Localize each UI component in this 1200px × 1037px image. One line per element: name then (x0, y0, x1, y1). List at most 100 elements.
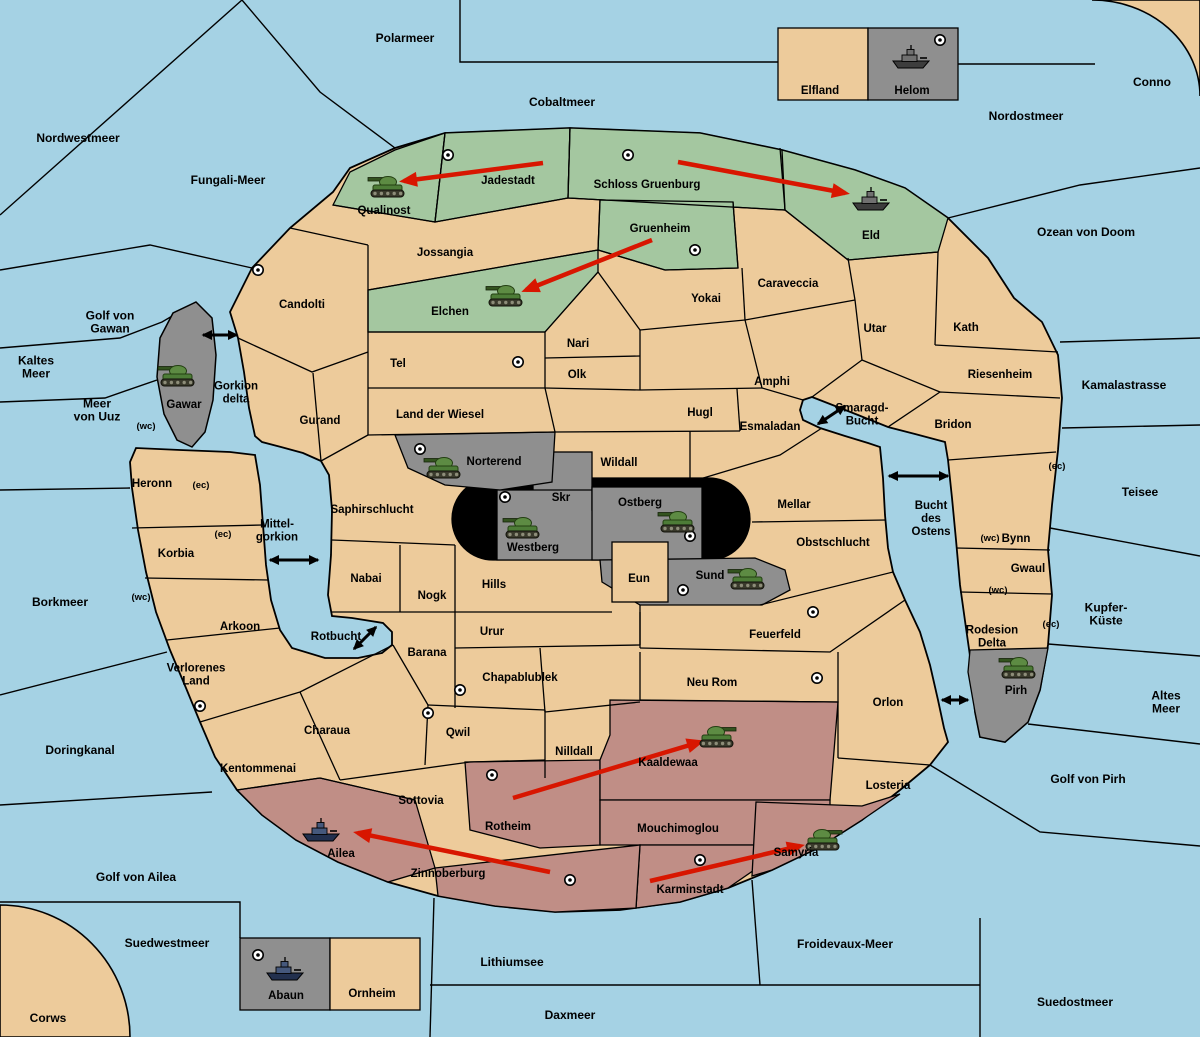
tank-unit-ostberg[interactable] (657, 511, 695, 533)
territory-label-nari[interactable]: Nari (567, 338, 589, 350)
territory-label-sottovia[interactable]: Sottovia (398, 795, 444, 807)
territory-label-smaragd-bucht[interactable]: Bucht (846, 416, 879, 428)
territory-label-ornheim[interactable]: Ornheim (348, 988, 395, 1000)
territory-label-qwil[interactable]: Qwil (446, 727, 470, 739)
territory-label-ailea[interactable]: Ailea (327, 848, 355, 860)
tank-unit-westberg[interactable] (502, 517, 540, 539)
territory-label-gwaul[interactable]: Gwaul (1011, 563, 1046, 575)
tank-unit-samyria[interactable] (805, 829, 843, 851)
territory-label-utar[interactable]: Utar (863, 323, 887, 335)
territory-ornheim[interactable] (329, 937, 421, 1011)
territory-corws[interactable] (0, 904, 131, 1037)
city-marker (810, 671, 823, 684)
territory-label-jadestadt[interactable]: Jadestadt (481, 175, 535, 187)
territory-label-barana[interactable]: Barana (408, 647, 448, 659)
territory-label-nogk[interactable]: Nogk (418, 590, 447, 602)
territory-label-rotbucht[interactable]: Rotbucht (311, 631, 362, 643)
territory-label-kentommenai[interactable]: Kentommenai (220, 763, 296, 775)
territory-label-helom[interactable]: Helom (894, 85, 929, 97)
territory-label-amphi[interactable]: Amphi (754, 376, 790, 388)
territory-label-abaun[interactable]: Abaun (268, 990, 304, 1002)
territory-label-verlorenes-land[interactable]: Land (182, 676, 209, 688)
territory-label-gurand[interactable]: Gurand (300, 415, 341, 427)
territory-label-feuerfeld[interactable]: Feuerfeld (749, 629, 801, 641)
territory-label-land-der-wiesel[interactable]: Land der Wiesel (396, 409, 484, 421)
territory-label-zinnoberburg[interactable]: Zinnoberburg (411, 868, 486, 880)
territory-label-riesenheim[interactable]: Riesenheim (968, 369, 1033, 381)
territory-label-kath[interactable]: Kath (953, 322, 979, 334)
tank-unit-qualinost[interactable] (367, 176, 405, 198)
territory-label-losteria[interactable]: Losteria (866, 780, 911, 792)
tank-unit-norterend[interactable] (423, 457, 461, 479)
territory-label-arkoon[interactable]: Arkoon (220, 621, 260, 633)
territory-label-charaua[interactable]: Charaua (304, 725, 351, 737)
territory-label-caraveccia[interactable]: Caraveccia (758, 278, 819, 290)
ship-unit-helom[interactable] (892, 45, 931, 69)
territory-label-korbia[interactable]: Korbia (158, 548, 195, 560)
territory-label-mellar[interactable]: Mellar (777, 499, 811, 511)
territory-label-urur[interactable]: Urur (480, 626, 505, 638)
territory-label-hugl[interactable]: Hugl (687, 407, 713, 419)
ship-unit-eld[interactable] (852, 187, 891, 211)
territory-label-bucht-des-ostens[interactable]: Bucht (915, 500, 948, 512)
territory-label-bucht-des-ostens[interactable]: Ostens (912, 526, 951, 538)
territory-label-mittel-gorkion[interactable]: Mittel- (260, 519, 294, 531)
territory-label-ostberg[interactable]: Ostberg (618, 497, 662, 509)
territory-label-gruenheim[interactable]: Gruenheim (630, 223, 691, 235)
territory-label-samyria[interactable]: Samyria (774, 847, 819, 859)
territory-label-orlon[interactable]: Orlon (873, 697, 904, 709)
territory-label-rotheim[interactable]: Rotheim (485, 821, 531, 833)
territory-label-neu-rom[interactable]: Neu Rom (687, 677, 737, 689)
territory-label-rodesion-delta[interactable]: Rodesion (966, 625, 1018, 637)
territory-label-rodesion-delta[interactable]: Delta (978, 638, 1007, 650)
territory-label-eun[interactable]: Eun (628, 573, 650, 585)
territory-label-nilldall[interactable]: Nilldall (555, 746, 593, 758)
territory-label-elfland[interactable]: Elfland (801, 85, 839, 97)
territory-label-wildall[interactable]: Wildall (601, 457, 638, 469)
territory-label-karminstadt[interactable]: Karminstadt (656, 884, 723, 896)
territory-label-mittel-gorkion[interactable]: gorkion (256, 532, 298, 544)
territory-label-norterend[interactable]: Norterend (467, 456, 522, 468)
territory-label-bynn[interactable]: Bynn (1002, 533, 1031, 545)
ship-unit-abaun[interactable] (266, 957, 305, 981)
territory-label-saphirschlucht[interactable]: Saphirschlucht (330, 504, 413, 516)
territory-label-verlorenes-land[interactable]: Verlorenes (167, 663, 226, 675)
territory-label-skr[interactable]: Skr (552, 492, 571, 504)
territory-label-hills[interactable]: Hills (482, 579, 506, 591)
territory-label-eld[interactable]: Eld (862, 230, 880, 242)
territory-label-olk[interactable]: Olk (568, 369, 587, 381)
territory-label-kaaldewaa[interactable]: Kaaldewaa (638, 757, 698, 769)
territory-label-schloss-gruenburg[interactable]: Schloss Gruenburg (594, 179, 701, 191)
ship-unit-ailea[interactable] (302, 818, 341, 842)
tank-unit-kaaldewaa[interactable] (699, 726, 737, 748)
territory-label-bucht-des-ostens[interactable]: des (921, 513, 941, 525)
territory-kaaldewaa[interactable] (599, 699, 839, 801)
territory-label-smaragd-bucht[interactable]: Smaragd- (835, 403, 888, 415)
territory-label-westberg[interactable]: Westberg (507, 542, 559, 554)
tank-unit-elchen[interactable] (485, 285, 523, 307)
territory-label-gorkion-delta[interactable]: Gorkion (214, 381, 258, 393)
territory-label-nabai[interactable]: Nabai (350, 573, 381, 585)
territory-label-chapablublek[interactable]: Chapablublek (482, 672, 558, 684)
territory-label-heronn[interactable]: Heronn (132, 478, 172, 490)
territory-label-sund[interactable]: Sund (696, 570, 725, 582)
territory-label-gorkion-delta[interactable]: delta (223, 394, 250, 406)
territory-zinnoberburg[interactable] (434, 844, 641, 913)
territory-label-bridon[interactable]: Bridon (934, 419, 971, 431)
territory-label-obstschlucht[interactable]: Obstschlucht (796, 537, 870, 549)
tank-unit-pirh[interactable] (998, 657, 1036, 679)
territory-label-tel[interactable]: Tel (390, 358, 406, 370)
territory-label-mouchimoglou[interactable]: Mouchimoglou (637, 823, 719, 835)
territory-label-yokai[interactable]: Yokai (691, 293, 721, 305)
territory-border (544, 387, 556, 433)
territory-label-esmaladan[interactable]: Esmaladan (740, 421, 801, 433)
territory-label-qualinost[interactable]: Qualinost (357, 205, 410, 217)
territory-eun[interactable] (611, 541, 669, 603)
territory-label-pirh[interactable]: Pirh (1005, 685, 1027, 697)
territory-label-jossangia[interactable]: Jossangia (417, 247, 474, 259)
territory-label-candolti[interactable]: Candolti (279, 299, 325, 311)
territory-label-gawar[interactable]: Gawar (166, 399, 202, 411)
territory-label-elchen[interactable]: Elchen (431, 306, 469, 318)
tank-unit-gawar[interactable] (157, 365, 195, 387)
tank-unit-sund[interactable] (727, 568, 765, 590)
